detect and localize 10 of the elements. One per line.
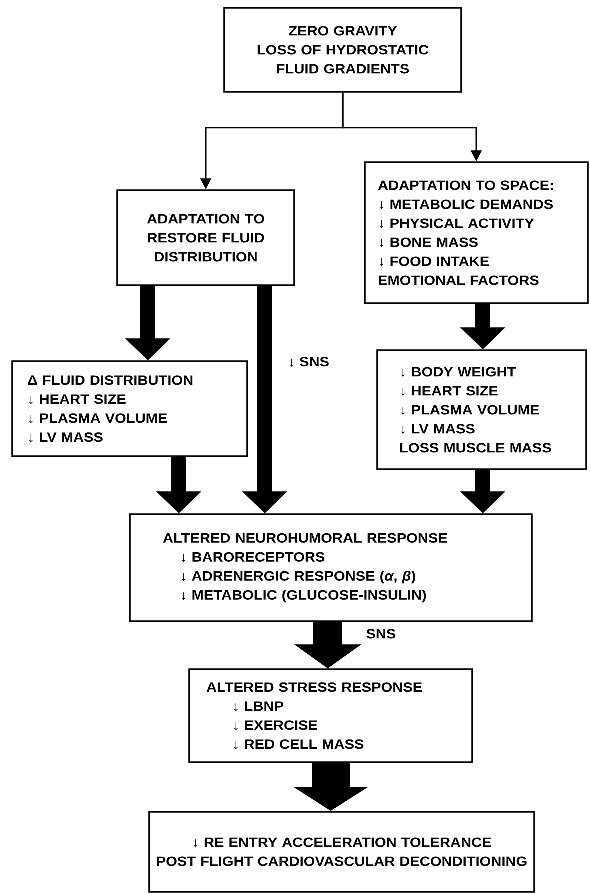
edge-label: ↓ SNS (286, 355, 332, 369)
process-box: ↓ RE ENTRY ACCELERATION TOLERANCE POST FLIGHT CARDIOVASCULAR DECONDITIONING (148, 811, 536, 893)
process-box: ↓ BODY WEIGHT ↓ HEART SIZE ↓ PLASMA VOLUME ↓ LV MASS LOSS MUSCLE MASS (376, 350, 588, 470)
process-box: ZERO GRAVITY LOSS OF HYDROSTATIC FLUID GRADIENTS (224, 7, 462, 93)
process-box: ADAPTATION TO RESTORE FLUID DISTRIBUTION (116, 190, 296, 286)
process-box: ALTERED NEUROHUMORAL RESPONSE ↓ BARORECEPTORS ↓ ADRENERGIC RESPONSE (α, β) ↓ METABOLIC (GLUCOSE-INSULIN) (129, 514, 533, 622)
edge-label: SNS (364, 627, 398, 641)
process-box: ADAPTATION TO SPACE: ↓ METABOLIC DEMANDS ↓ PHYSICAL ACTIVITY ↓ BONE MASS ↓ FOOD INTAKE EMOTIONAL FACTORS (364, 162, 589, 304)
process-box: ALTERED STRESS RESPONSE ↓ LBNP ↓ EXERCISE ↓ RED CELL MASS (188, 668, 474, 764)
process-box: Δ FLUID DISTRIBUTION ↓ HEART SIZE ↓ PLASMA VOLUME ↓ LV MASS (12, 360, 248, 458)
